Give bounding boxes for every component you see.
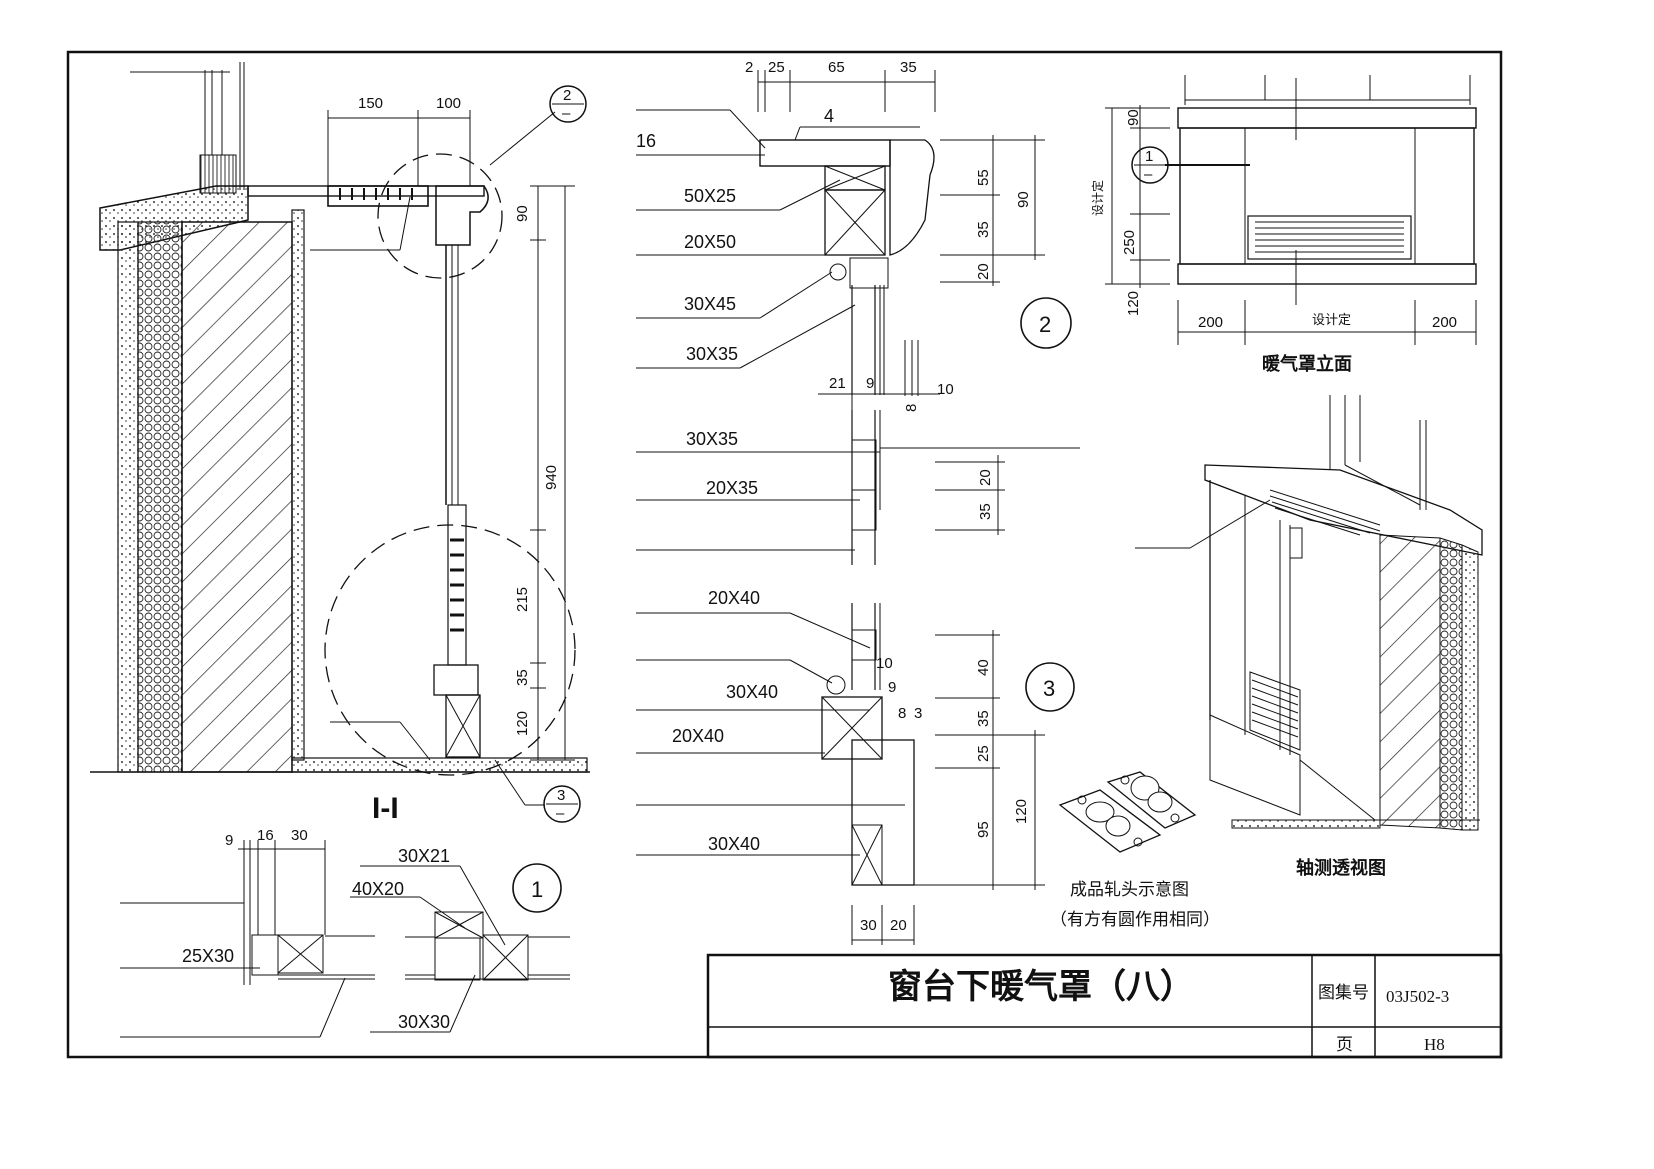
- hardware-clip-illustration: [1058, 771, 1197, 853]
- detail-1-number: 1: [531, 877, 543, 902]
- dim-100: 100: [436, 95, 461, 112]
- elev-dim-250: 250: [1121, 230, 1138, 255]
- d3-label-30x40-b: 30X40: [708, 834, 760, 854]
- radiator-elevation: [1105, 75, 1477, 345]
- d1-label-40x20: 40X20: [352, 879, 404, 899]
- dim-940: 940: [543, 465, 560, 490]
- d1-label-30x30: 30X30: [398, 1012, 450, 1032]
- detail-3-number: 3: [1043, 676, 1055, 701]
- d2-label-16: 16: [636, 131, 656, 151]
- elev-note-vertical: 设计定: [1090, 180, 1105, 216]
- d3-dim-8: 8: [898, 705, 906, 722]
- d1-dim-16: 16: [257, 827, 274, 844]
- d2-dim-2: 2: [745, 59, 753, 76]
- elev-callout-sub: –: [1144, 166, 1153, 183]
- d2-dim-35-top: 35: [900, 59, 917, 76]
- elev-dim-90: 90: [1125, 109, 1142, 126]
- hardware-caption-1: 成品轧头示意图: [1070, 880, 1189, 899]
- d2-dim-35: 35: [975, 221, 992, 238]
- d2-label-50x25: 50X25: [684, 186, 736, 206]
- dim-90: 90: [514, 205, 531, 222]
- d2-dim-20-mid: 20: [977, 469, 994, 486]
- d2-label-20x50: 20X50: [684, 232, 736, 252]
- d2-dim-9: 9: [866, 375, 874, 392]
- d3-dim-3: 3: [914, 705, 922, 722]
- d2-dim-55: 55: [975, 169, 992, 186]
- d2-dim-10: 10: [937, 381, 954, 398]
- d3-dim-25: 25: [975, 745, 992, 762]
- section-1-1: [90, 62, 590, 806]
- dim-35: 35: [514, 669, 531, 686]
- d1-label-30x21: 30X21: [398, 846, 450, 866]
- atlas-number: 03J502-3: [1386, 987, 1449, 1006]
- drawing-title: 窗台下暖气罩（八）: [888, 967, 1194, 1006]
- elev-dim-120: 120: [1125, 291, 1142, 316]
- title-block: [706, 953, 1503, 1059]
- page-number: H8: [1424, 1035, 1445, 1054]
- d2-dim-65: 65: [828, 59, 845, 76]
- d3-label-30x40: 30X40: [726, 682, 778, 702]
- callout-3-sub: –: [556, 805, 565, 822]
- detail-3: [636, 603, 1075, 945]
- detail-2-number: 2: [1039, 312, 1051, 337]
- elev-dim-design: 设计定: [1312, 312, 1351, 327]
- d2-dim-8: 8: [903, 404, 920, 412]
- callout-3-number: 3: [557, 787, 565, 804]
- d3-dim-40: 40: [975, 659, 992, 676]
- d3-dim-20: 20: [890, 917, 907, 934]
- d1-dim-30: 30: [291, 827, 308, 844]
- d2-dim-35-mid: 35: [977, 503, 994, 520]
- d3-label-20x40-b: 20X40: [672, 726, 724, 746]
- d2-label-30x35: 30X35: [686, 344, 738, 364]
- callout-2: [549, 85, 587, 123]
- callout-2-number: 2: [563, 87, 571, 104]
- dim-215: 215: [514, 587, 531, 612]
- callout-3: [543, 785, 581, 823]
- d3-dim-10: 10: [876, 655, 893, 672]
- d2-dim-21: 21: [829, 375, 846, 392]
- hardware-caption-2: （有方有圆作用相同）: [1050, 910, 1220, 929]
- d2-label-30x45: 30X45: [684, 294, 736, 314]
- section-1-1-title: I-I: [372, 792, 399, 825]
- d3-label-20x40: 20X40: [708, 588, 760, 608]
- callout-2-sub: –: [562, 105, 571, 122]
- detail-1: [120, 840, 570, 1038]
- d2-label-30x35-b: 30X35: [686, 429, 738, 449]
- d3-dim-120: 120: [1013, 799, 1030, 824]
- detail-2: [636, 70, 1080, 565]
- d1-dim-9: 9: [225, 832, 233, 849]
- d3-dim-30: 30: [860, 917, 877, 934]
- page-label: 页: [1336, 1035, 1353, 1054]
- d2-label-4: 4: [824, 106, 834, 126]
- d2-dim-20: 20: [975, 263, 992, 280]
- d2-dim-90: 90: [1015, 191, 1032, 208]
- d2-label-20x35: 20X35: [706, 478, 758, 498]
- axonometric-view: [1135, 395, 1483, 831]
- elev-callout-number: 1: [1145, 148, 1153, 165]
- d2-dim-25: 25: [768, 59, 785, 76]
- axonometric-caption: 轴测透视图: [1296, 857, 1386, 878]
- drawing-sheet: 150 100 90 940 215 35 120 2 – 3 – I-I: [66, 50, 1503, 1059]
- d1-label-25x30: 25X30: [182, 946, 234, 966]
- d3-dim-95: 95: [975, 821, 992, 838]
- dim-150: 150: [358, 95, 383, 112]
- d3-dim-35: 35: [975, 710, 992, 727]
- elevation-caption: 暖气罩立面: [1262, 353, 1352, 374]
- elev-dim-200-right: 200: [1432, 314, 1457, 331]
- d3-dim-9: 9: [888, 679, 896, 696]
- dim-120: 120: [514, 711, 531, 736]
- atlas-label: 图集号: [1318, 983, 1369, 1002]
- elev-dim-200-left: 200: [1198, 314, 1223, 331]
